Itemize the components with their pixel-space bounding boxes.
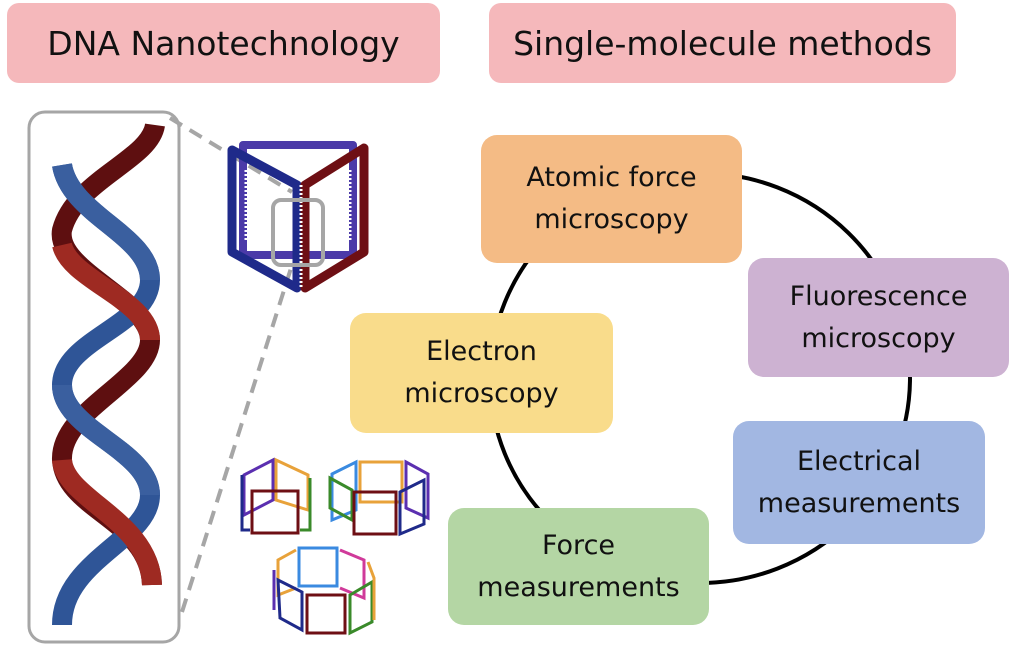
header-single-molecule-methods: Single-molecule methods	[489, 3, 956, 83]
method-label-line2: microscopy	[534, 204, 689, 235]
helix-frame	[27, 110, 181, 644]
header-dna-nanotechnology-label: DNA Nanotechnology	[47, 23, 400, 63]
method-label-line2: microscopy	[404, 378, 559, 409]
method-label-line1: Electron	[426, 336, 537, 367]
method-electrical-measurements: Electrical measurements	[733, 421, 985, 544]
method-fluorescence-microscopy: Fluorescence microscopy	[748, 258, 1009, 377]
method-atomic-force-microscopy: Atomic force microscopy	[481, 135, 742, 263]
zoom-line-bottom	[180, 264, 294, 613]
dna-origami-polyhedra-icon	[240, 457, 430, 636]
header-single-molecule-methods-label: Single-molecule methods	[513, 23, 932, 63]
dna-helix-icon	[51, 122, 165, 626]
header-dna-nanotechnology: DNA Nanotechnology	[7, 3, 440, 83]
method-force-measurements: Force measurements	[448, 508, 709, 625]
method-label-line1: Electrical	[796, 445, 922, 477]
zoom-region-marker	[271, 198, 325, 267]
method-label-line2: measurements	[757, 487, 961, 519]
method-label-line2: measurements	[477, 571, 680, 603]
dna-origami-book-icon	[227, 141, 369, 293]
method-label-line2: microscopy	[801, 322, 956, 354]
method-electron-microscopy: Electron microscopy	[350, 313, 613, 433]
method-label-line1: Force	[541, 529, 616, 561]
method-label-line1: Fluorescence	[789, 280, 968, 312]
method-label-line1: Atomic force	[526, 162, 697, 193]
